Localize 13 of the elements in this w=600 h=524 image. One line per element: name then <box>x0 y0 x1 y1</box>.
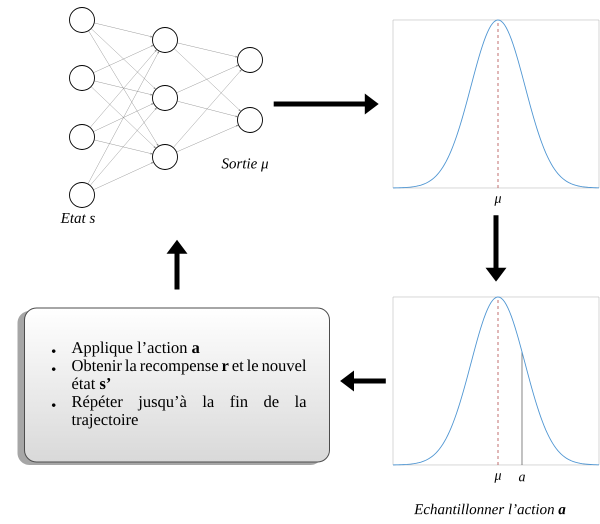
bullet-item: Applique l’action a <box>52 342 200 356</box>
bullet-item: Obtenir la recompense r et le nouvel état s’ <box>52 360 306 390</box>
gaussian-plot <box>392 296 600 466</box>
tick-label: a <box>518 474 525 482</box>
tick-label: μ <box>494 473 502 483</box>
text-box <box>18 307 330 465</box>
neural-network-drawing <box>69 7 263 208</box>
plot-caption: Echantillonner l’action a <box>414 504 566 514</box>
tick-label: μ <box>494 196 502 206</box>
bullet-item: Répéter jusqu’à la fin de la trajectoire <box>52 395 306 428</box>
network-label: Sortie μ <box>222 158 268 172</box>
network-label: Etat s <box>60 213 95 223</box>
gaussian-plot <box>392 20 600 188</box>
